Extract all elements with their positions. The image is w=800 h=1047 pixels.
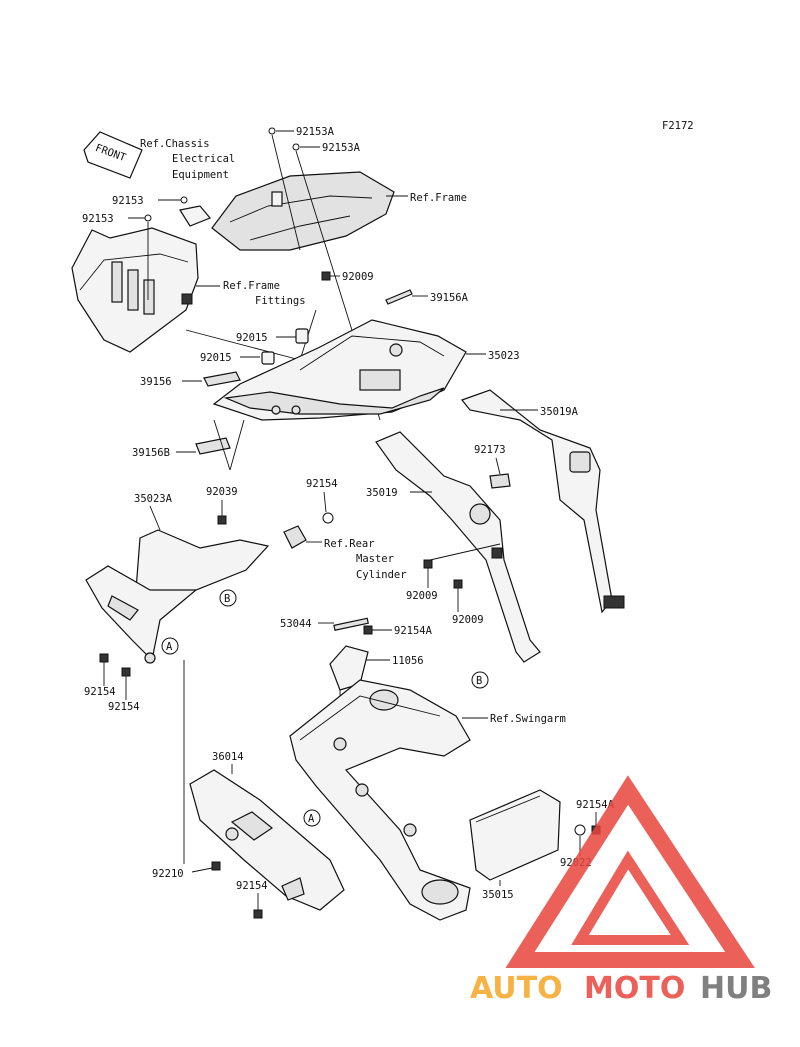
rear-fender-bracket-left-part	[375, 431, 541, 663]
part-92009-2: 92009	[406, 590, 438, 602]
part-92154-4: 92154	[236, 880, 268, 892]
ref-frame-fittings-label: Ref.Frame	[223, 280, 280, 292]
part-39156A: 39156A	[430, 292, 469, 304]
part-39156: 39156	[140, 376, 172, 388]
swingarm-part	[289, 679, 471, 921]
part-92039: 92039	[206, 486, 238, 498]
part-92173: 92173	[474, 444, 506, 456]
part-35023: 35023	[488, 350, 520, 362]
electrical-tray-part	[71, 227, 199, 353]
ref-rear-master-cylinder-label: Ref.Rear	[324, 538, 375, 550]
part-92154A-2: 92154A	[576, 799, 615, 811]
part-92009-3: 92009	[452, 614, 484, 626]
part-92154-1: 92154	[306, 478, 338, 490]
part-92153A-2: 92153A	[322, 142, 361, 154]
seat-cowl-part	[212, 319, 467, 421]
part-92154-3: 92154	[108, 701, 140, 713]
part-92015-2: 92015	[200, 352, 232, 364]
part-92153-2: 92153	[82, 213, 114, 225]
part-92210: 92210	[152, 868, 184, 880]
automotohub-logo: AUTO MOTO HUB	[470, 775, 772, 1006]
part-35023A: 35023A	[134, 493, 173, 505]
chain-guard-rear-part	[469, 789, 561, 881]
part-35019: 35019	[366, 487, 398, 499]
part-39156B: 39156B	[132, 447, 170, 459]
ref-chassis-label: Ref.Chassis	[140, 138, 210, 150]
part-92154-2: 92154	[84, 686, 116, 698]
ref-chassis-electrical-label: Electrical	[172, 153, 235, 165]
part-36014: 36014	[212, 751, 244, 763]
part-92015-1: 92015	[236, 332, 268, 344]
ref-swingarm-label: Ref.Swingarm	[490, 713, 566, 725]
rear-fender-bracket-right-part	[461, 389, 625, 614]
part-92154A-1: 92154A	[394, 625, 433, 637]
logo-text-hub: HUB	[700, 971, 772, 1006]
rear-seat-frame-part	[211, 171, 395, 251]
part-92153A-1: 92153A	[296, 126, 335, 138]
figure-code: F2172	[662, 120, 694, 132]
part-92153-1: 92153	[112, 195, 144, 207]
ref-frame-fittings-label-2: Fittings	[255, 295, 306, 307]
part-53044: 53044	[280, 618, 312, 630]
logo-text-auto: AUTO	[470, 971, 563, 1006]
part-35019A: 35019A	[540, 406, 579, 418]
ref-chassis-equipment-label: Equipment	[172, 169, 229, 181]
callout-a-left: A	[166, 641, 173, 653]
ref-rear-master-cylinder-label-3: Cylinder	[356, 569, 407, 581]
part-92009-1: 92009	[342, 271, 374, 283]
callout-a-right: A	[308, 813, 315, 825]
logo-text-moto: MOTO	[584, 971, 685, 1006]
callout-b-right: B	[476, 675, 482, 687]
chain-guard-part	[189, 769, 345, 911]
rear-side-cover-part	[85, 529, 270, 664]
ref-frame-label: Ref.Frame	[410, 192, 467, 204]
ref-rear-master-cylinder-label-2: Master	[356, 553, 394, 565]
callout-b-left: B	[224, 593, 230, 605]
front-arrow-icon: FRONT	[83, 131, 143, 179]
part-11056: 11056	[392, 655, 424, 667]
part-35015: 35015	[482, 889, 514, 901]
